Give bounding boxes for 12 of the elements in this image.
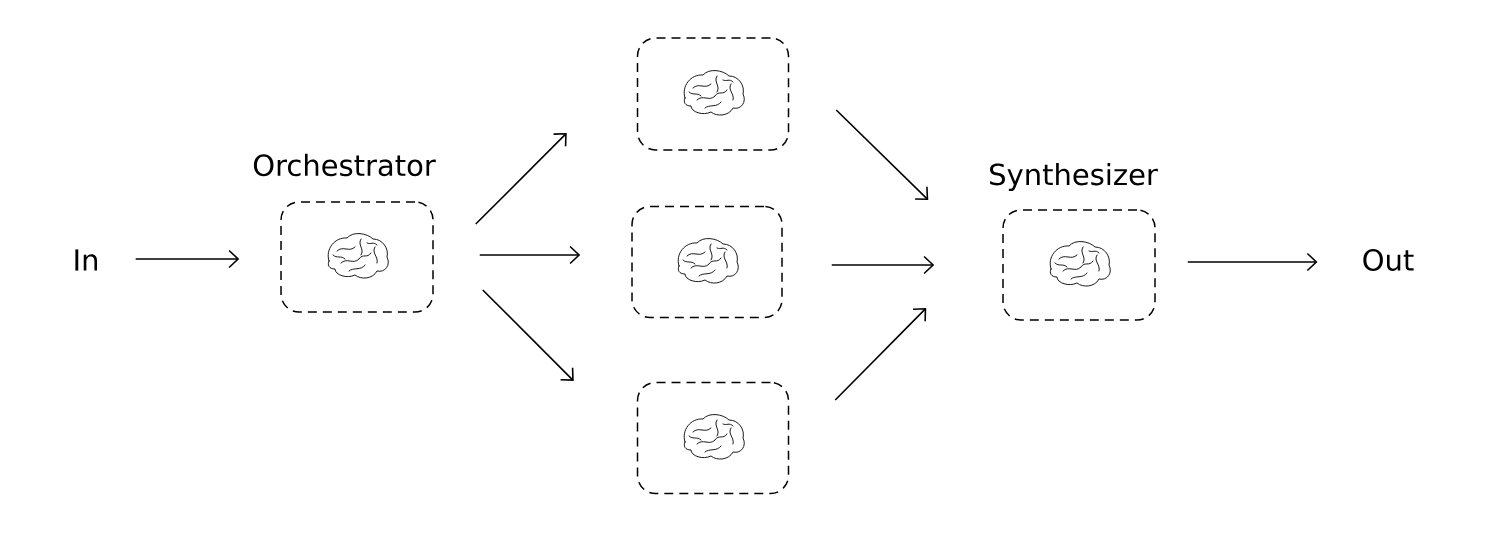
arrow xyxy=(474,133,567,225)
flow-label: Out xyxy=(1363,249,1414,271)
arrow xyxy=(834,308,927,401)
arrow xyxy=(481,289,574,381)
box-heading: Synthesizer xyxy=(990,162,1158,192)
box-heading: Orchestrator xyxy=(253,153,436,177)
arrow xyxy=(1186,252,1318,272)
arrow xyxy=(134,249,240,269)
arrow xyxy=(835,109,929,200)
arrow xyxy=(830,255,935,275)
arrow xyxy=(478,245,581,265)
flow-label: In xyxy=(75,249,97,271)
